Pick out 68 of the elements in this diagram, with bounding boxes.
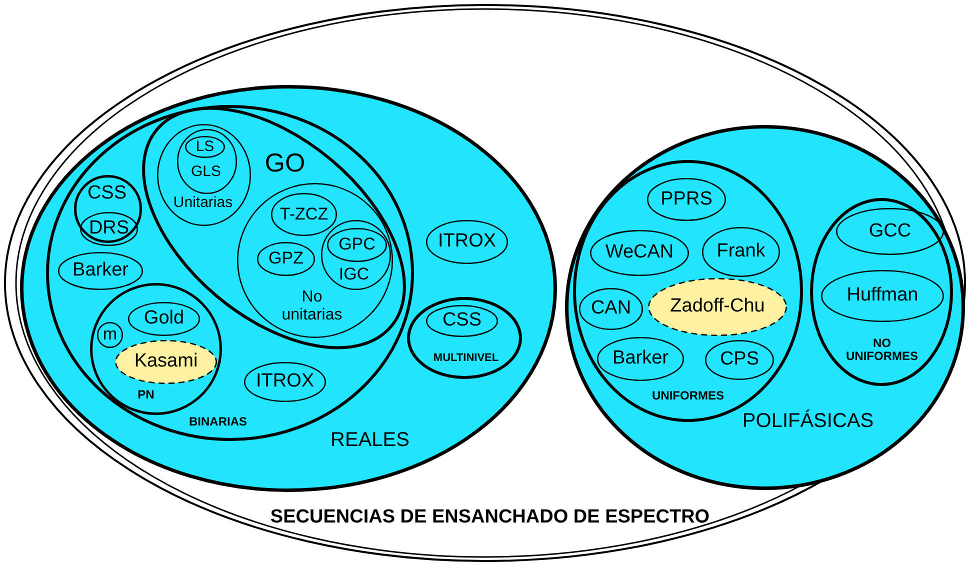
set-ellipse bbox=[90, 283, 222, 415]
set-label: GPZ bbox=[268, 250, 304, 268]
set-ellipse bbox=[140, 108, 408, 348]
set-ellipse bbox=[565, 125, 965, 490]
set-label: POLIFÁSICAS bbox=[742, 410, 874, 432]
set-label: WeCAN bbox=[605, 242, 674, 264]
set-ellipse bbox=[821, 270, 944, 322]
set-ellipse bbox=[128, 302, 200, 336]
set-label: NO UNIFORMES bbox=[845, 336, 919, 364]
set-ellipse bbox=[407, 297, 522, 379]
set-ellipse bbox=[80, 212, 138, 246]
set-ellipse bbox=[4, 4, 966, 562]
set-label: No unitarias bbox=[280, 288, 344, 324]
set-label: Zadoff-Chu bbox=[670, 296, 765, 318]
set-label: Barker bbox=[72, 260, 128, 282]
set-ellipse bbox=[705, 340, 774, 380]
set-label: Barker bbox=[612, 348, 668, 370]
set-label: PPRS bbox=[660, 189, 712, 210]
set-label: GCC bbox=[868, 221, 912, 242]
set-ellipse bbox=[97, 322, 123, 348]
set-label: CSS bbox=[87, 184, 127, 204]
set-ellipse bbox=[590, 230, 689, 276]
set-label: T-ZCZ bbox=[280, 205, 328, 224]
set-label: UNIFORMES bbox=[652, 389, 724, 403]
set-ellipse bbox=[702, 227, 780, 277]
set-label: CSS bbox=[442, 310, 482, 332]
set-ellipse bbox=[836, 208, 944, 255]
set-ellipse bbox=[177, 129, 237, 194]
set-ellipse bbox=[327, 228, 387, 262]
set-label: Unitarias bbox=[173, 194, 233, 212]
set-ellipse bbox=[237, 183, 393, 338]
set-label: SECUENCIAS DE ENSANCHADO DE ESPECTRO bbox=[270, 508, 710, 528]
set-label: ITROX bbox=[256, 372, 314, 392]
set-ellipse bbox=[257, 242, 315, 276]
set-ellipse bbox=[648, 278, 787, 336]
set-ellipse bbox=[20, 85, 557, 492]
set-ellipse bbox=[810, 198, 953, 386]
set-label: m bbox=[102, 326, 118, 344]
set-label: Gold bbox=[144, 308, 184, 330]
set-ellipse bbox=[157, 124, 251, 226]
set-ellipse bbox=[321, 220, 391, 290]
set-label: PN bbox=[138, 388, 154, 402]
set-label: LS bbox=[196, 138, 214, 156]
set-ellipse bbox=[74, 175, 142, 243]
set-label: GO bbox=[264, 148, 306, 178]
set-ellipse bbox=[115, 340, 217, 384]
set-label: GLS bbox=[191, 164, 221, 180]
set-label: REALES bbox=[330, 429, 410, 451]
set-ellipse bbox=[579, 288, 643, 330]
set-ellipse bbox=[58, 252, 143, 290]
set-ellipse bbox=[426, 305, 498, 337]
set-ellipse bbox=[597, 337, 684, 381]
set-label: Frank bbox=[716, 242, 766, 262]
set-label: GPC bbox=[338, 236, 376, 254]
set-ellipse bbox=[244, 362, 326, 402]
set-label: CPS bbox=[720, 350, 760, 370]
set-ellipse bbox=[647, 178, 726, 221]
set-label: CAN bbox=[590, 298, 632, 320]
set-label: DRS bbox=[88, 218, 130, 240]
set-label: IGC bbox=[338, 266, 370, 284]
set-ellipse bbox=[271, 193, 337, 236]
set-ellipse bbox=[185, 136, 225, 158]
set-label: MULTINIVEL bbox=[433, 352, 499, 364]
set-label: Huffman bbox=[846, 286, 918, 306]
set-label: Kasami bbox=[134, 352, 198, 372]
set-label: BINARIAS bbox=[189, 415, 247, 429]
set-label: ITROX bbox=[438, 232, 496, 252]
set-ellipse bbox=[426, 220, 508, 264]
